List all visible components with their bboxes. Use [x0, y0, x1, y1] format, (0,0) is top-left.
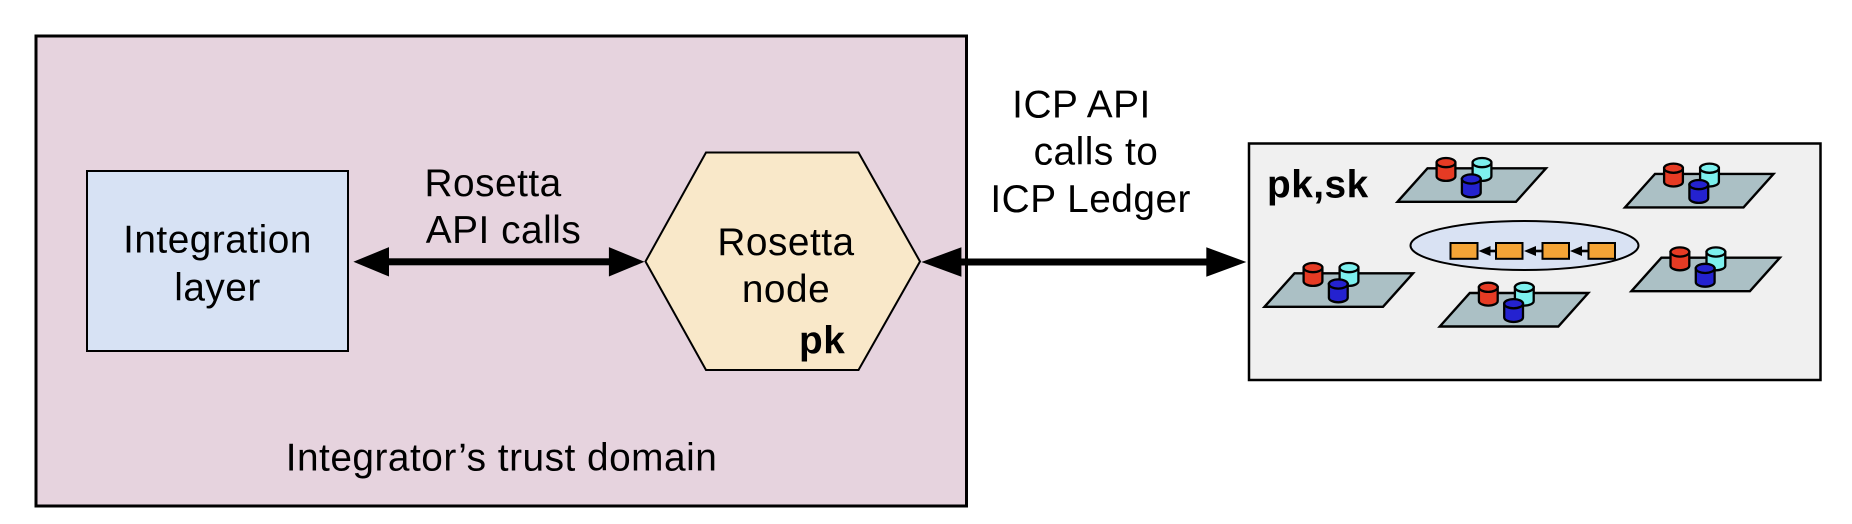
- svg-text:pk,sk: pk,sk: [1267, 163, 1369, 206]
- svg-text:API calls: API calls: [426, 209, 581, 252]
- svg-text:ICP API: ICP API: [1012, 83, 1151, 126]
- svg-text:Rosetta: Rosetta: [425, 162, 562, 205]
- svg-text:Integration: Integration: [123, 218, 312, 261]
- svg-text:node: node: [742, 268, 830, 311]
- svg-text:pk: pk: [799, 319, 845, 362]
- svg-text:layer: layer: [174, 266, 261, 309]
- svg-text:Rosetta: Rosetta: [717, 221, 854, 264]
- svg-text:Integrator’s trust domain: Integrator’s trust domain: [286, 436, 718, 479]
- svg-text:calls to: calls to: [1034, 131, 1159, 174]
- svg-text:ICP Ledger: ICP Ledger: [990, 178, 1191, 221]
